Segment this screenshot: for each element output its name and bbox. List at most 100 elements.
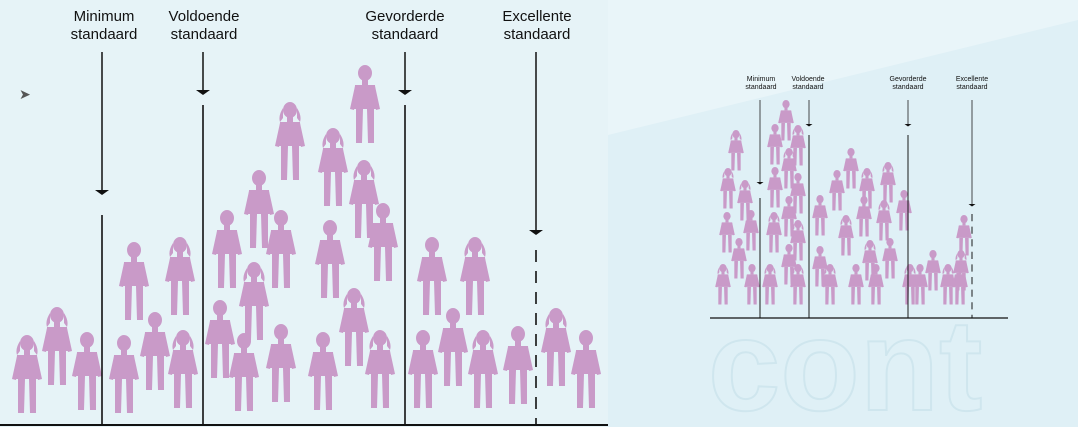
person-figure-icon [165, 237, 195, 315]
label-gevorderde: Gevorderde standaard [365, 8, 444, 44]
small-label-gevorderde-line2: standaard [892, 84, 924, 92]
person-figure-icon [715, 264, 731, 305]
person-figure-icon [790, 173, 806, 214]
person-figure-icon [266, 210, 296, 288]
person-figure-icon [12, 335, 42, 413]
person-figure-icon [880, 162, 896, 203]
arrow-down-icon [95, 190, 109, 195]
person-figure-icon [318, 128, 348, 206]
person-figure-icon [731, 238, 747, 279]
person-figure-icon [812, 195, 828, 236]
label-minimum: Minimum standaard [71, 8, 138, 44]
small-label-voldoende: Voldoende standaard [791, 76, 824, 93]
person-figure-icon [308, 332, 338, 410]
person-figure-icon [438, 308, 468, 386]
person-figure-icon [349, 160, 379, 238]
arrow-down-icon [805, 124, 813, 127]
person-figure-icon [790, 125, 806, 166]
person-figure-icon [790, 220, 806, 261]
small-label-excellente-line1: Excellente [955, 76, 989, 83]
small-minimum-arrow [756, 100, 764, 185]
person-figure-icon [882, 238, 898, 279]
person-figure-icon [859, 168, 875, 209]
person-figure-icon [956, 215, 972, 256]
small-distribution-diagram: cont Minimum standaard Voldoende standaa… [608, 0, 1078, 427]
person-figure-icon [902, 264, 918, 305]
person-figure-icon [767, 167, 783, 208]
label-gevorderde-line1: Gevorderde [365, 8, 445, 25]
person-figure-icon [925, 250, 941, 291]
person-figure-icon [168, 330, 198, 408]
person-figure-icon [719, 212, 735, 253]
person-figure-icon [848, 264, 864, 305]
small-label-minimum-line2: standaard [745, 84, 777, 92]
label-voldoende-line1: Voldoende [168, 8, 240, 25]
person-figure-icon [109, 335, 139, 413]
small-gevorderde-arrow [904, 100, 912, 127]
person-figure-icon [737, 180, 753, 221]
person-figure-icon [503, 326, 533, 404]
voldoende-arrow [196, 52, 210, 95]
person-figure-icon [743, 210, 759, 251]
person-figure-icon [408, 330, 438, 408]
small-voldoende-arrow [805, 100, 813, 127]
arrow-down-icon [904, 124, 912, 127]
background-decoration: cont [608, 20, 1078, 427]
person-figure-icon [42, 307, 72, 385]
label-minimum-line1: Minimum [73, 8, 135, 25]
arrow-down-icon [398, 90, 412, 95]
person-figure-icon [838, 215, 854, 256]
person-figure-icon [762, 264, 778, 305]
person-figure-icon [205, 300, 235, 378]
small-label-voldoende-line2: standaard [792, 84, 824, 92]
small-label-excellente-line2: standaard [956, 84, 988, 92]
label-minimum-line2: standaard [70, 26, 138, 43]
label-gevorderde-line2: standaard [371, 26, 439, 43]
person-figure-icon [912, 264, 928, 305]
person-figure-icon [781, 196, 797, 237]
cursor-icon: ➤ [19, 86, 31, 102]
person-figure-icon [766, 212, 782, 253]
person-figure-icon [829, 170, 845, 211]
person-figure-icon [781, 148, 797, 189]
label-excellente: Excellente standaard [502, 8, 571, 44]
person-figure-icon [229, 333, 259, 411]
label-excellente-line2: standaard [503, 26, 571, 43]
watermark-text: cont [708, 292, 982, 427]
small-label-minimum: Minimum standaard [745, 76, 776, 93]
person-figure-icon [468, 330, 498, 408]
person-figure-icon [460, 237, 490, 315]
person-figure-icon [876, 200, 892, 241]
person-figure-icon [417, 237, 447, 315]
small-label-voldoende-line1: Voldoende [791, 76, 825, 83]
person-figure-icon [728, 130, 744, 171]
person-figure-icon [350, 65, 380, 143]
arrow-down-icon [968, 204, 976, 207]
arrow-down-icon [196, 90, 210, 95]
small-diagram-canvas [710, 100, 1008, 319]
excellente-arrow [529, 52, 543, 235]
person-figure-icon [744, 264, 760, 305]
person-figure-icon [843, 148, 859, 189]
person-figure-icon [339, 288, 369, 366]
small-label-gevorderde: Gevorderde standaard [890, 76, 927, 93]
arrow-down-icon [529, 230, 543, 235]
small-excellente-arrow [968, 100, 976, 207]
person-figure-icon [365, 330, 395, 408]
person-figure-icon [896, 190, 912, 231]
arrow-down-icon [756, 182, 764, 185]
person-figure-icon [720, 168, 736, 209]
person-figure-icon [266, 324, 296, 402]
label-voldoende: Voldoende standaard [169, 8, 240, 44]
person-figure-icon [212, 210, 242, 288]
person-figure-icon [368, 203, 398, 281]
person-figure-icon [239, 262, 269, 340]
person-figure-icon [778, 100, 794, 141]
small-label-minimum-line1: Minimum [746, 76, 776, 83]
person-figure-icon [767, 124, 783, 165]
large-diagram-canvas [0, 52, 608, 426]
person-figure-icon [541, 308, 571, 386]
person-figure-icon [952, 264, 968, 305]
person-figure-icon [275, 102, 305, 180]
person-figure-icon [244, 170, 274, 248]
